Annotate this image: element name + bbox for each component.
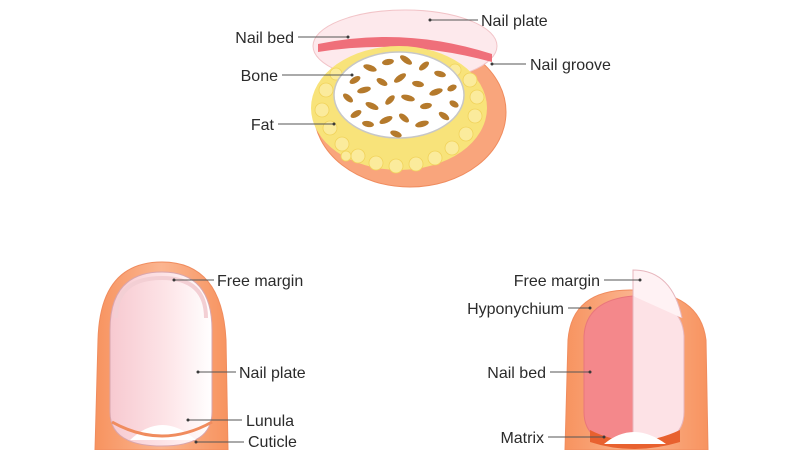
pointer-dot	[172, 278, 176, 282]
pointer-dot	[638, 278, 642, 282]
matrix-region	[590, 430, 680, 449]
pointer-dot	[490, 62, 494, 66]
finger-top-view: Free margin Nail plate Lunula Cuticle	[94, 261, 306, 450]
pointer-dot	[602, 435, 606, 439]
pointer-dot	[332, 122, 336, 126]
pointer-dot	[186, 418, 190, 422]
bone-trabeculae	[343, 55, 459, 138]
pointer-dot	[346, 35, 350, 39]
label-free-margin-left: Free margin	[217, 273, 303, 290]
label-cuticle: Cuticle	[248, 434, 297, 450]
nail-bed-region	[583, 295, 634, 447]
pointer-dot	[588, 306, 592, 310]
nail-bed-band	[318, 36, 492, 62]
fat-globules	[314, 63, 485, 174]
label-free-margin-right: Free margin	[514, 273, 600, 290]
lunula-shape	[130, 425, 196, 440]
lunula-right	[604, 432, 666, 444]
pointer-dot	[196, 370, 200, 374]
pointer-dot	[588, 370, 592, 374]
free-margin-edge	[114, 275, 208, 319]
label-nail-plate: Nail plate	[481, 13, 548, 30]
label-nail-plate-left: Nail plate	[239, 365, 306, 382]
label-bone: Bone	[241, 68, 278, 85]
label-nail-groove: Nail groove	[530, 57, 611, 74]
pointer-dot	[350, 73, 354, 77]
pointer-dot	[428, 18, 432, 22]
cuticle-line	[111, 420, 213, 438]
label-hyponychium: Hyponychium	[467, 301, 564, 318]
cross-section: Nail plate Nail bed Nail groove Bone Fat	[235, 9, 611, 188]
label-nail-bed: Nail bed	[235, 30, 294, 47]
free-margin-tip	[632, 269, 683, 319]
nail-plate-top	[109, 271, 213, 447]
nail-plate-right	[632, 295, 685, 447]
pointer-dot	[194, 440, 198, 444]
label-lunula: Lunula	[246, 413, 294, 430]
label-fat: Fat	[251, 117, 275, 134]
label-nail-bed-right: Nail bed	[487, 365, 546, 382]
bone-outline	[333, 51, 465, 139]
finger-section-view: Free margin Hyponychium Nail bed Matrix	[467, 269, 709, 450]
label-matrix: Matrix	[500, 430, 544, 447]
